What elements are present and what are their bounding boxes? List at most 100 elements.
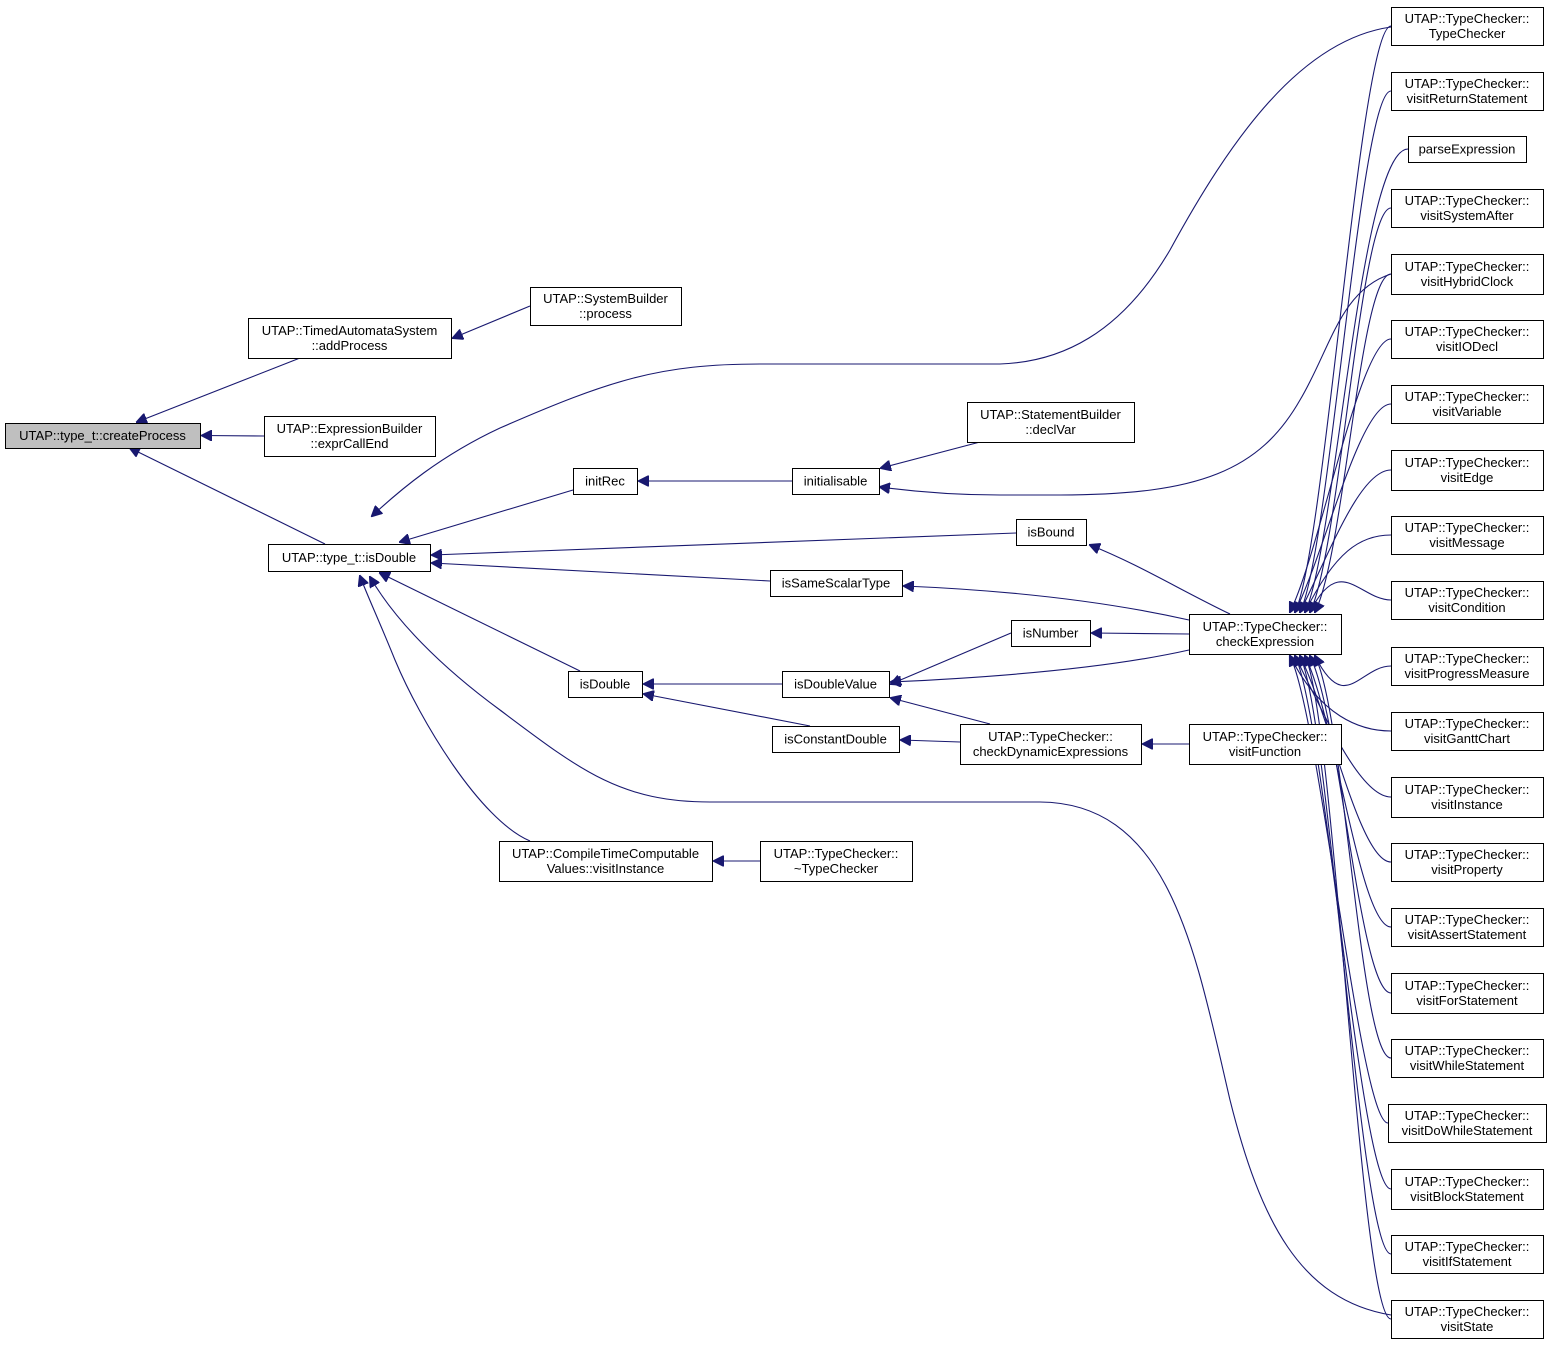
node-tcDestructor[interactable]: UTAP::TypeChecker::~TypeChecker	[760, 841, 913, 882]
node-box-visitInstance[interactable]	[1391, 777, 1544, 818]
node-visitEdge[interactable]: UTAP::TypeChecker::visitEdge	[1391, 450, 1544, 491]
node-addProcess[interactable]: UTAP::TimedAutomataSystem::addProcess	[248, 318, 452, 359]
node-box-isSameScalarType[interactable]	[770, 570, 903, 597]
node-isConstantDouble[interactable]: isConstantDouble	[772, 726, 900, 753]
edge-visitState-to-checkExpression	[1305, 656, 1392, 1320]
node-box-checkExpression[interactable]	[1189, 614, 1342, 655]
node-box-visitDoWhileStatement[interactable]	[1388, 1104, 1547, 1143]
node-box-addProcess[interactable]	[248, 318, 452, 359]
node-box-visitFunction[interactable]	[1189, 724, 1342, 765]
node-isDouble[interactable]: isDouble	[568, 671, 643, 698]
node-box-visitAssertStatement[interactable]	[1391, 908, 1544, 947]
node-box-visitWhileStatement[interactable]	[1391, 1039, 1544, 1078]
node-box-visitIODecl[interactable]	[1391, 320, 1544, 359]
node-label-initRec-0: initRec	[585, 474, 625, 489]
node-isBound[interactable]: isBound	[1016, 519, 1087, 546]
node-initRec[interactable]: initRec	[573, 468, 638, 495]
node-visitCondition[interactable]: UTAP::TypeChecker::visitCondition	[1391, 581, 1544, 620]
node-box-visitCondition[interactable]	[1391, 581, 1544, 620]
node-box-sbProcess[interactable]	[530, 287, 682, 326]
node-checkDynamicExpressions[interactable]: UTAP::TypeChecker::checkDynamicExpressio…	[960, 724, 1142, 765]
edge-visitState-to-isDoubleT	[370, 577, 1392, 1316]
node-visitMessage[interactable]: UTAP::TypeChecker::visitMessage	[1391, 516, 1544, 555]
node-initialisable[interactable]: initialisable	[792, 468, 880, 495]
edges-layer	[130, 25, 1409, 1320]
node-visitProperty[interactable]: UTAP::TypeChecker::visitProperty	[1391, 843, 1544, 882]
node-isDoubleT[interactable]: UTAP::type_t::isDouble	[268, 544, 431, 572]
node-label-visitWhileStatement-1: visitWhileStatement	[1410, 1058, 1525, 1073]
node-label-checkDynamicExpressions-1: checkDynamicExpressions	[973, 744, 1129, 759]
node-label-visitCondition-0: UTAP::TypeChecker::	[1405, 585, 1530, 600]
node-visitIfStatement[interactable]: UTAP::TypeChecker::visitIfStatement	[1391, 1235, 1544, 1274]
node-visitState[interactable]: UTAP::TypeChecker::visitState	[1391, 1300, 1544, 1339]
node-box-exprCallEnd[interactable]	[264, 416, 436, 457]
node-label-visitProgressMeasure-1: visitProgressMeasure	[1405, 666, 1530, 681]
node-box-isConstantDouble[interactable]	[772, 726, 900, 753]
node-box-visitBlockStatement[interactable]	[1391, 1169, 1544, 1210]
node-box-initialisable[interactable]	[792, 468, 880, 495]
node-createProcess[interactable]: UTAP::type_t::createProcess	[5, 423, 201, 449]
node-visitIODecl[interactable]: UTAP::TypeChecker::visitIODecl	[1391, 320, 1544, 359]
node-box-visitMessage[interactable]	[1391, 516, 1544, 555]
edge-isDouble-to-isDoubleT	[380, 573, 581, 672]
node-box-visitEdge[interactable]	[1391, 450, 1544, 491]
node-label-visitDoWhileStatement-1: visitDoWhileStatement	[1402, 1123, 1533, 1138]
node-box-ctcVisitInstance[interactable]	[499, 841, 713, 882]
node-isSameScalarType[interactable]: isSameScalarType	[770, 570, 903, 597]
node-box-tcDestructor[interactable]	[760, 841, 913, 882]
node-isNumber[interactable]: isNumber	[1011, 620, 1091, 647]
node-box-parseExpression[interactable]	[1408, 136, 1527, 163]
node-visitInstance[interactable]: UTAP::TypeChecker::visitInstance	[1391, 777, 1544, 818]
node-box-isBound[interactable]	[1016, 519, 1087, 546]
node-visitSystemAfter[interactable]: UTAP::TypeChecker::visitSystemAfter	[1391, 189, 1544, 228]
node-box-initRec[interactable]	[573, 468, 638, 495]
node-box-isNumber[interactable]	[1011, 620, 1091, 647]
node-visitDoWhileStatement[interactable]: UTAP::TypeChecker::visitDoWhileStatement	[1388, 1104, 1547, 1143]
edge-visitHybridClock-to-checkExpression	[1315, 273, 1392, 612]
node-visitForStatement[interactable]: UTAP::TypeChecker::visitForStatement	[1391, 973, 1544, 1014]
edge-isBound-to-isDoubleT	[432, 532, 1017, 555]
edge-parseExpression-to-checkExpression	[1305, 148, 1409, 612]
node-visitGanttChart[interactable]: UTAP::TypeChecker::visitGanttChart	[1391, 712, 1544, 751]
node-box-visitProperty[interactable]	[1391, 843, 1544, 882]
node-box-checkDynamicExpressions[interactable]	[960, 724, 1142, 765]
node-TypeChecker[interactable]: UTAP::TypeChecker::TypeChecker	[1391, 7, 1544, 46]
node-visitFunction[interactable]: UTAP::TypeChecker::visitFunction	[1189, 724, 1342, 765]
node-label-visitFunction-1: visitFunction	[1229, 744, 1301, 759]
node-checkExpression[interactable]: UTAP::TypeChecker::checkExpression	[1189, 614, 1342, 655]
node-visitBlockStatement[interactable]: UTAP::TypeChecker::visitBlockStatement	[1391, 1169, 1544, 1210]
node-box-isDoubleT[interactable]	[268, 544, 431, 572]
nodes-layer: UTAP::type_t::createProcess UTAP::TimedAu…	[5, 7, 1547, 1339]
node-visitAssertStatement[interactable]: UTAP::TypeChecker::visitAssertStatement	[1391, 908, 1544, 947]
node-box-visitProgressMeasure[interactable]	[1391, 647, 1544, 686]
node-exprCallEnd[interactable]: UTAP::ExpressionBuilder::exprCallEnd	[264, 416, 436, 457]
node-label-visitBlockStatement-0: UTAP::TypeChecker::	[1405, 1174, 1530, 1189]
node-ctcVisitInstance[interactable]: UTAP::CompileTimeComputableValues::visit…	[499, 841, 713, 882]
node-box-visitReturnStatement[interactable]	[1391, 72, 1544, 111]
node-box-createProcess[interactable]	[5, 423, 201, 449]
node-visitVariable[interactable]: UTAP::TypeChecker::visitVariable	[1391, 385, 1544, 424]
node-visitProgressMeasure[interactable]: UTAP::TypeChecker::visitProgressMeasure	[1391, 647, 1544, 686]
node-declVar[interactable]: UTAP::StatementBuilder::declVar	[967, 402, 1135, 443]
node-box-TypeChecker[interactable]	[1391, 7, 1544, 46]
node-box-visitForStatement[interactable]	[1391, 973, 1544, 1014]
node-box-isDoubleValue[interactable]	[782, 671, 890, 698]
node-isDoubleValue[interactable]: isDoubleValue	[782, 671, 890, 698]
node-box-visitGanttChart[interactable]	[1391, 712, 1544, 751]
node-label-sbProcess-1: ::process	[579, 306, 632, 321]
node-visitHybridClock[interactable]: UTAP::TypeChecker::visitHybridClock	[1391, 254, 1544, 295]
node-box-visitState[interactable]	[1391, 1300, 1544, 1339]
node-box-visitSystemAfter[interactable]	[1391, 189, 1544, 228]
node-box-visitHybridClock[interactable]	[1391, 254, 1544, 295]
edge-isSameScalarType-to-isDoubleT	[432, 563, 771, 582]
node-parseExpression[interactable]: parseExpression	[1408, 136, 1527, 163]
node-box-isDouble[interactable]	[568, 671, 643, 698]
node-box-declVar[interactable]	[967, 402, 1135, 443]
node-box-visitVariable[interactable]	[1391, 385, 1544, 424]
node-sbProcess[interactable]: UTAP::SystemBuilder::process	[530, 287, 682, 326]
edge-visitProperty-to-checkExpression	[1300, 656, 1392, 863]
node-visitWhileStatement[interactable]: UTAP::TypeChecker::visitWhileStatement	[1391, 1039, 1544, 1078]
node-box-visitIfStatement[interactable]	[1391, 1235, 1544, 1274]
node-label-visitAssertStatement-1: visitAssertStatement	[1408, 927, 1527, 942]
node-visitReturnStatement[interactable]: UTAP::TypeChecker::visitReturnStatement	[1391, 72, 1544, 111]
